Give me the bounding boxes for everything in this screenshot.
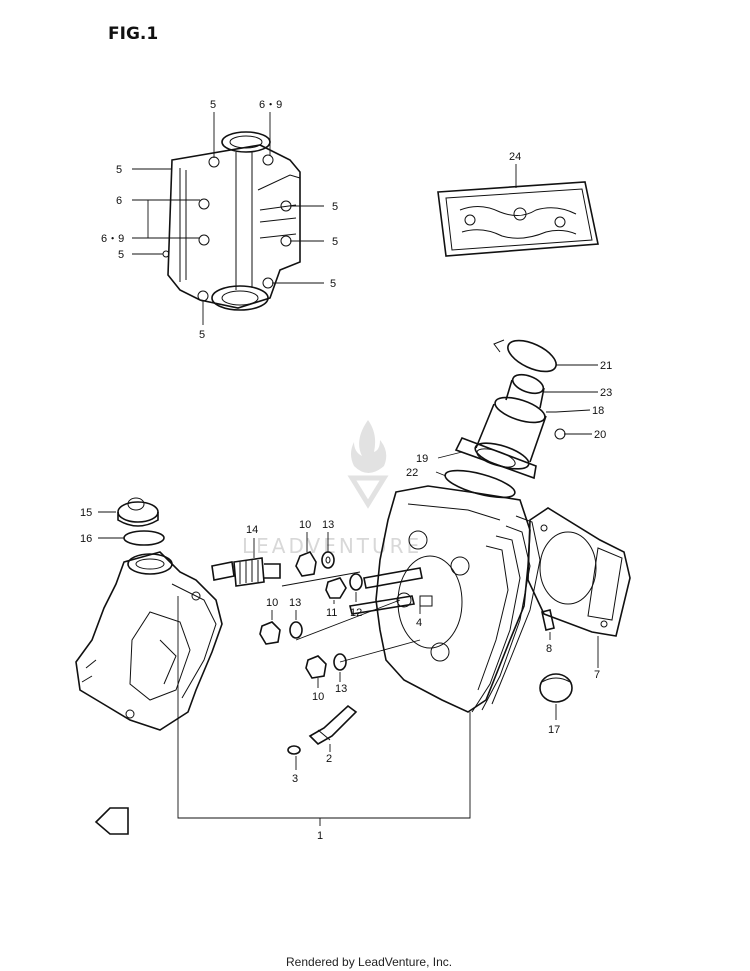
callout-13: 13 — [289, 597, 301, 609]
cylinder-head-body — [375, 485, 541, 713]
callout-20: 20 — [594, 429, 606, 441]
gasket-24 — [437, 164, 599, 257]
footer-credit: Rendered by LeadVenture, Inc. — [286, 955, 452, 969]
clip-3 — [287, 745, 301, 770]
callout-labels: 5 6・9 5 6 6・9 5 5 5 5 5 24 21 23 18 20 1… — [80, 99, 612, 842]
callout-14: 14 — [246, 524, 258, 536]
callout-13: 13 — [335, 683, 347, 695]
washer-13b — [289, 610, 303, 639]
callout-5: 5 — [332, 236, 338, 248]
callout-1: 1 — [317, 830, 323, 842]
callout-5: 5 — [199, 329, 205, 341]
washer-13c — [333, 653, 347, 682]
callout-21: 21 — [600, 360, 612, 372]
callout-5: 5 — [330, 278, 336, 290]
callout-16: 16 — [80, 533, 92, 545]
cylinder-head-top-view — [162, 131, 301, 311]
callout-3: 3 — [292, 773, 298, 785]
nut-10a — [295, 532, 317, 577]
cylinder-head-cover — [75, 551, 223, 731]
callout-10: 10 — [299, 519, 311, 531]
callout-7: 7 — [594, 669, 600, 681]
nut-10c — [305, 655, 327, 688]
figure-title: FIG.1 — [108, 24, 158, 44]
callout-5: 5 — [116, 164, 122, 176]
callout-13: 13 — [322, 519, 334, 531]
intake-pipe-assembly — [435, 339, 598, 499]
callout-17: 17 — [548, 724, 560, 736]
callout-18: 18 — [592, 405, 604, 417]
stud-2 — [308, 704, 358, 752]
washer-13a — [321, 532, 335, 569]
callout-12: 12 — [350, 607, 362, 619]
svg-text:LEADVENTURE: LEADVENTURE — [242, 534, 422, 558]
stud-bolt-4 — [349, 567, 423, 615]
o-ring-16 — [98, 530, 165, 546]
svg-text:FWD: FWD — [106, 819, 124, 828]
callout-6-9: 6・9 — [101, 233, 124, 245]
callout-24: 24 — [509, 151, 521, 163]
nut-11 — [325, 577, 347, 604]
cylinder-gasket-7 — [527, 507, 631, 668]
dowel-8 — [541, 609, 555, 640]
assembly-bracket-1 — [177, 571, 471, 826]
callout-5: 5 — [118, 249, 124, 261]
callout-19: 19 — [416, 453, 428, 465]
callout-10: 10 — [266, 597, 278, 609]
spark-plug-14 — [211, 538, 281, 587]
callout-23: 23 — [600, 387, 612, 399]
watermark: LEADVENTURE — [242, 420, 422, 558]
callout-22: 22 — [406, 467, 418, 479]
cap-15 — [98, 497, 159, 527]
callout-6: 6 — [116, 195, 122, 207]
washer-12 — [349, 573, 363, 602]
nut-10b — [259, 610, 281, 645]
front-arrow: FWD — [94, 807, 129, 835]
callout-6-9: 6・9 — [259, 99, 282, 111]
callout-5: 5 — [210, 99, 216, 111]
cylinder-head-leaders — [132, 112, 324, 325]
callout-10: 10 — [312, 691, 324, 703]
callout-11: 11 — [326, 607, 337, 619]
callout-15: 15 — [80, 507, 92, 519]
callout-8: 8 — [546, 643, 552, 655]
callout-4: 4 — [416, 617, 422, 629]
callout-2: 2 — [326, 753, 332, 765]
callout-5: 5 — [332, 201, 338, 213]
plug-17 — [539, 673, 573, 720]
